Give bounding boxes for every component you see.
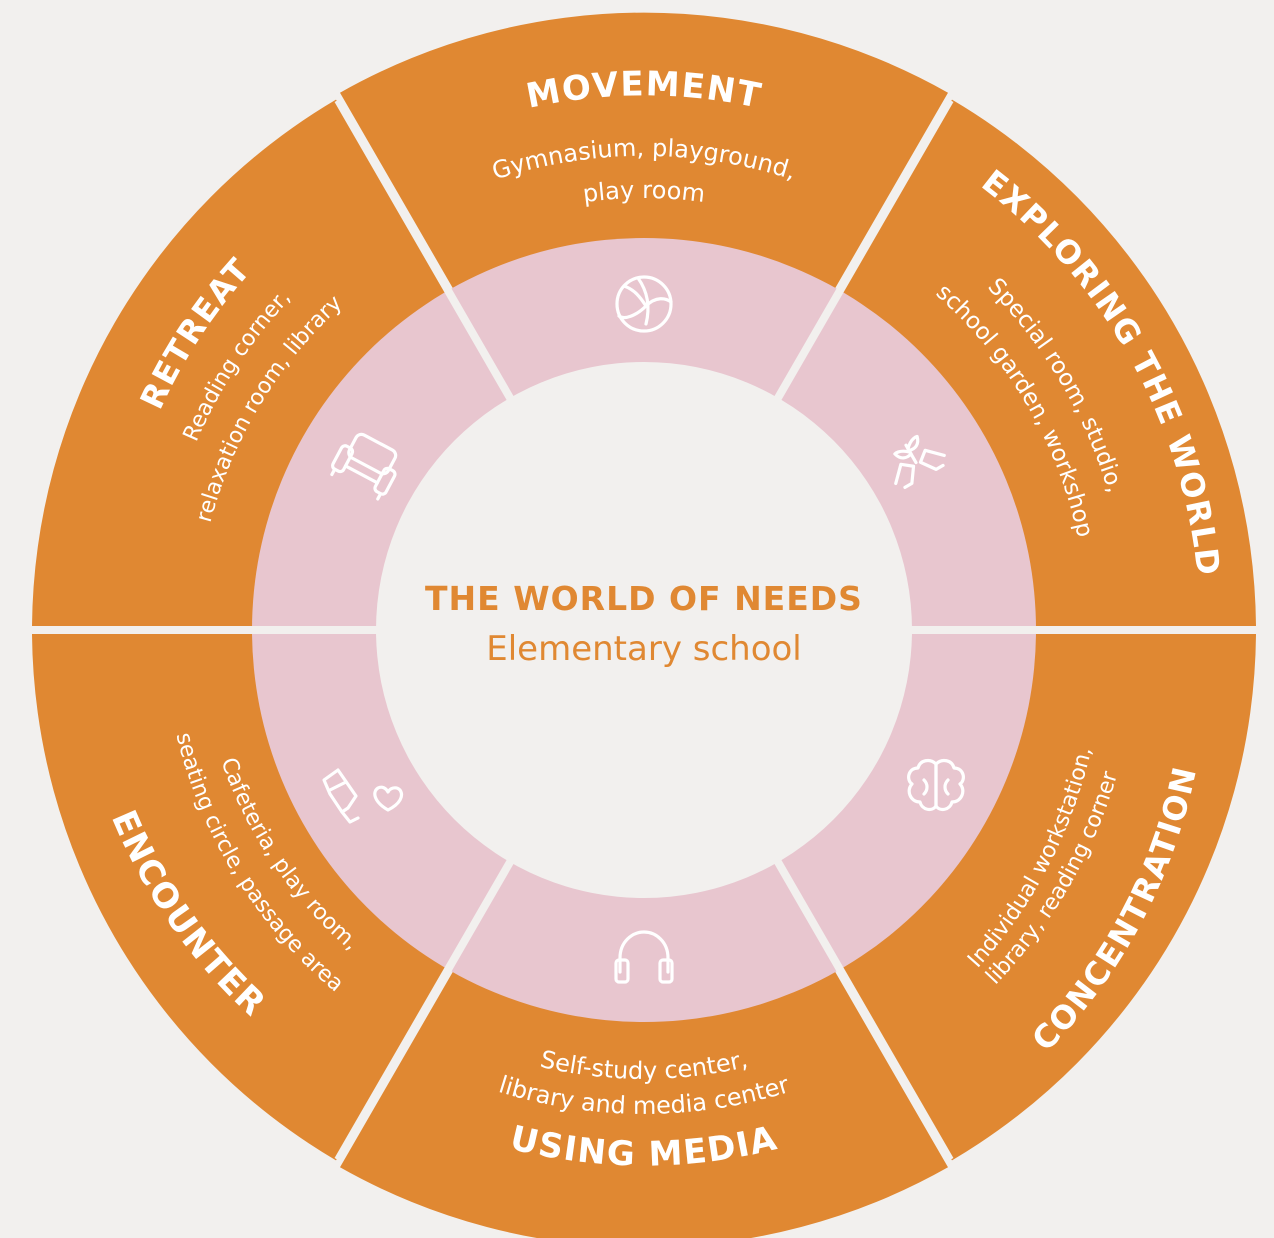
center-title: THE WORLD OF NEEDS [425,579,863,618]
handshake-heart-icon [322,768,404,824]
brain-icon [907,758,965,812]
center-circle [376,362,912,898]
hands-seedling-icon [893,434,946,489]
headphones-icon [614,930,674,984]
segment-desc-movement-line2: play room [581,176,706,208]
volleyball-icon [615,275,673,333]
armchair-icon [330,432,398,501]
center-subtitle: Elementary school [486,629,802,669]
